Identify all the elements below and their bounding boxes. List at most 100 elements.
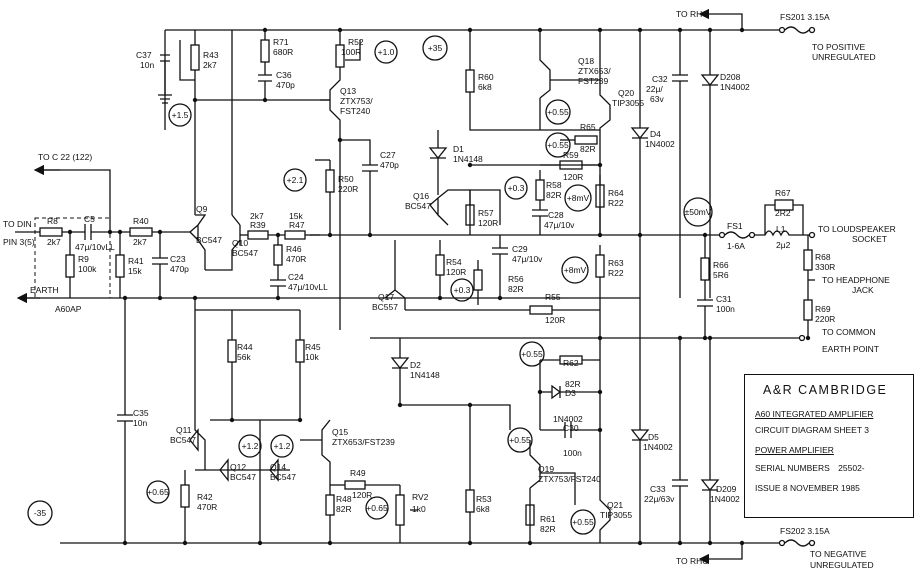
voltage-label: +1.0	[378, 47, 395, 57]
c31-value: 100n	[716, 304, 735, 314]
r64-value: R22	[608, 198, 624, 208]
q18-label: Q18	[578, 56, 594, 66]
voltage-marker	[270, 434, 294, 458]
r43-value: 2k7	[203, 60, 217, 70]
c32-label: C32	[652, 74, 668, 84]
r71-value: 680R	[273, 47, 293, 57]
voltage-label: +0.3	[454, 285, 471, 295]
r66-label: R66	[713, 260, 729, 270]
r63-label: R63	[608, 258, 624, 268]
d2-label: D2	[410, 360, 421, 370]
voltage-label: +1.5	[172, 110, 189, 120]
q15-label: Q15	[332, 427, 348, 437]
earth-point-label: EARTH POINT	[822, 344, 879, 354]
socket-label: SOCKET	[852, 234, 887, 244]
c27-label: C27	[380, 150, 396, 160]
r9-label: R9	[78, 254, 89, 264]
c35-label: C35	[133, 408, 149, 418]
q16-value: BC547	[405, 201, 431, 211]
r60-value: 6k8	[478, 82, 492, 92]
connector-labels: TO RHC TO RHC TO C 22 (122) TO DIN PIN 3…	[3, 9, 896, 570]
voltage-label: +1.2	[242, 441, 259, 451]
d209-label: D209	[716, 484, 737, 494]
r48-value: 82R	[336, 504, 352, 514]
input-section	[15, 164, 190, 299]
to-din-label: TO DIN	[3, 219, 32, 229]
rail-label: +35	[428, 43, 443, 53]
to-negative-label: TO NEGATIVE	[810, 549, 867, 559]
q16-label: Q16	[413, 191, 429, 201]
c32-value2: 63v	[650, 94, 664, 104]
q9-label: Q9	[196, 204, 208, 214]
r47-value: 15k	[289, 211, 303, 221]
c33-value: 22μ/63v	[644, 494, 675, 504]
voltage-label: +0.55	[509, 435, 531, 445]
q14-label: Q14	[270, 462, 286, 472]
c32-value: 22μ/	[646, 84, 663, 94]
q18-value2: FST239	[578, 76, 609, 86]
r65-value: 82R	[580, 144, 596, 154]
r39-value: 2k7	[250, 211, 264, 221]
d3-label: D3	[565, 388, 576, 398]
c37-value: 10n	[140, 60, 154, 70]
r44-label: R44	[237, 342, 253, 352]
c23-label: C23	[170, 254, 186, 264]
c29-label: C29	[512, 244, 528, 254]
r71-label: R71	[273, 37, 289, 47]
q21-value: TIP3055	[600, 510, 632, 520]
c24-label: C24	[288, 272, 304, 282]
rv2-value: 1k0	[412, 504, 426, 514]
r66-value: 5R6	[713, 270, 729, 280]
r8-value: 2k7	[47, 237, 61, 247]
r52-value: 100R	[341, 47, 361, 57]
q19-value: ZTX753/FST240	[538, 474, 601, 484]
q19-label: Q19	[538, 464, 554, 474]
c24-value: 47μ/10vLL	[288, 282, 328, 292]
earth-label: EARTH	[30, 285, 59, 295]
r64-label: R64	[608, 188, 624, 198]
r44-value: 56k	[237, 352, 251, 362]
component-labels: R8 2k7 C5 47μ/10vLL R9 100k R40 2k7 R41 …	[47, 37, 835, 534]
r46-value: 470R	[286, 254, 306, 264]
r41-value: 15k	[128, 266, 142, 276]
q11-value: BC547	[170, 435, 196, 445]
r46-label: R46	[286, 244, 302, 254]
voltage-marker	[545, 132, 571, 158]
pin-label: PIN 3(5)	[3, 237, 35, 247]
earth-rail	[16, 292, 806, 342]
r45-label: R45	[305, 342, 321, 352]
module-label: A60AP	[55, 304, 82, 314]
title-line-2: CIRCUIT DIAGRAM SHEET 3	[755, 425, 869, 435]
l1-label: L1	[776, 224, 786, 234]
c27-value: 470p	[380, 160, 399, 170]
serial-label: SERIAL NUMBERS	[755, 463, 830, 473]
r42-label: R42	[197, 492, 213, 502]
to-c22-label: TO C 22 (122)	[38, 152, 92, 162]
r52-label: R52	[348, 37, 364, 47]
voltage-label: +0.55	[547, 107, 569, 117]
r59-label: R59	[563, 150, 579, 160]
r56-label: R56	[508, 274, 524, 284]
rail-label: -35	[34, 508, 47, 518]
voltage-marker	[561, 256, 589, 284]
to-rhc-bottom-label: TO RHC	[676, 556, 708, 566]
voltage-marker	[168, 103, 192, 127]
voltage-label: ±50mV	[685, 207, 712, 217]
output-upper	[539, 30, 815, 338]
r48-label: R48	[336, 494, 352, 504]
voltage-label: +8mV	[564, 265, 587, 275]
q12-value: BC547	[230, 472, 256, 482]
r43-label: R43	[203, 50, 219, 60]
vas-stage	[315, 30, 600, 330]
r41-label: R41	[128, 256, 144, 266]
fuse-fs1-label: FS1	[727, 221, 743, 231]
d208-label: D208	[720, 72, 741, 82]
voltage-marker	[365, 496, 389, 520]
voltage-marker	[146, 480, 170, 504]
voltage-label: +0.65	[366, 503, 388, 513]
to-common-label: TO COMMON	[822, 327, 876, 337]
fuse-fs201-label: FS201 3.15A	[780, 12, 830, 22]
voltage-marker	[504, 176, 528, 200]
c36-label: C36	[276, 70, 292, 80]
